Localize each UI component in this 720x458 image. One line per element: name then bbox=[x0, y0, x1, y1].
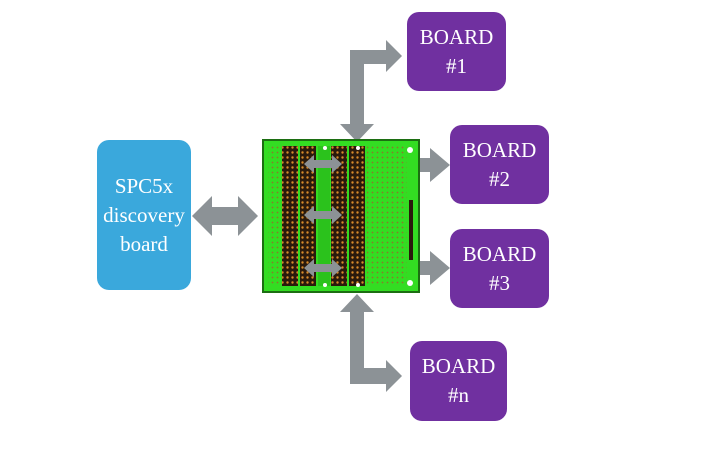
board-3-box: BOARD #3 bbox=[450, 229, 549, 308]
board-3-id: #3 bbox=[489, 270, 510, 295]
board-2-box: BOARD #2 bbox=[450, 125, 549, 204]
board-n-title: BOARD bbox=[421, 354, 496, 378]
board-2-title: BOARD bbox=[462, 137, 537, 162]
board-1-id: #1 bbox=[446, 53, 467, 78]
elbow-arrow-board1 bbox=[340, 40, 402, 142]
board-1-box: BOARD #1 bbox=[407, 12, 506, 91]
prototype-board-icon bbox=[262, 139, 420, 293]
elbow-arrow-boardn bbox=[340, 294, 402, 392]
discovery-line-3: board bbox=[120, 231, 168, 256]
board-n-id: #n bbox=[448, 383, 469, 407]
board-n-box: BOARD #n bbox=[410, 341, 507, 421]
board-3-title: BOARD bbox=[462, 241, 537, 266]
double-arrow-discovery bbox=[192, 196, 258, 236]
board-2-id: #2 bbox=[489, 166, 510, 191]
discovery-line-2: discovery bbox=[103, 202, 185, 227]
discovery-line-1: SPC5x bbox=[114, 173, 174, 198]
board-1-title: BOARD bbox=[419, 24, 494, 49]
discovery-board-box: SPC5x discovery board bbox=[97, 140, 191, 290]
